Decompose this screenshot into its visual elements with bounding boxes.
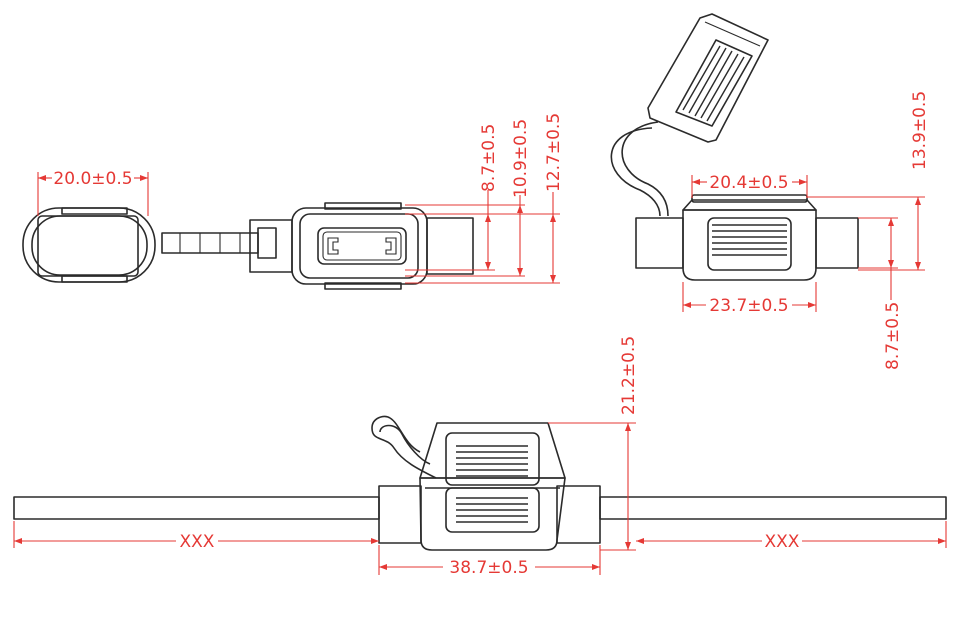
dim-text-front-body-width: 38.7±0.5 (449, 558, 528, 578)
dimension-side-body-height: 8.7±0.5 (858, 217, 903, 370)
dimension-side-height: 13.9±0.5 (807, 91, 930, 271)
dim-text-top-height-mid: 10.9±0.5 (511, 119, 531, 198)
cap-side-view (647, 13, 769, 143)
holder-side-view (635, 194, 859, 281)
dimension-side-bottom-width: 23.7±0.5 (682, 282, 817, 316)
dimension-top-heights: 8.7±0.5 10.9±0.5 12.7±0.5 (405, 113, 564, 284)
side-view (610, 13, 859, 281)
dimension-end-view-width: 20.0±0.5 (37, 169, 149, 216)
dim-text-side-top-width: 20.4±0.5 (709, 173, 788, 193)
dimension-front-height: 21.2±0.5 (548, 336, 639, 551)
dimension-front-left-lead: XXX (13, 521, 380, 575)
dim-text-side-body-height: 8.7±0.5 (883, 302, 903, 370)
dim-text-front-left-lead: XXX (180, 532, 215, 552)
dim-text-top-height-inner: 8.7±0.5 (479, 124, 499, 192)
dim-text-front-height: 21.2±0.5 (619, 336, 639, 415)
dim-text-top-height-outer: 12.7±0.5 (544, 113, 564, 192)
dimension-side-top-width: 20.4±0.5 (691, 173, 808, 198)
holder-top-view (249, 202, 474, 290)
dim-text-front-right-lead: XXX (765, 532, 800, 552)
strap-top-view (161, 227, 277, 259)
front-view (13, 415, 947, 551)
dim-text-side-bottom-width: 23.7±0.5 (709, 296, 788, 316)
dimension-front-right-lead: XXX (636, 521, 947, 552)
top-view (22, 202, 474, 290)
cap-top-view (22, 207, 156, 283)
dimension-front-body-width: 38.7±0.5 (379, 545, 601, 578)
dim-text-side-height: 13.9±0.5 (910, 91, 930, 170)
dim-text-end-view-width: 20.0±0.5 (53, 169, 132, 189)
